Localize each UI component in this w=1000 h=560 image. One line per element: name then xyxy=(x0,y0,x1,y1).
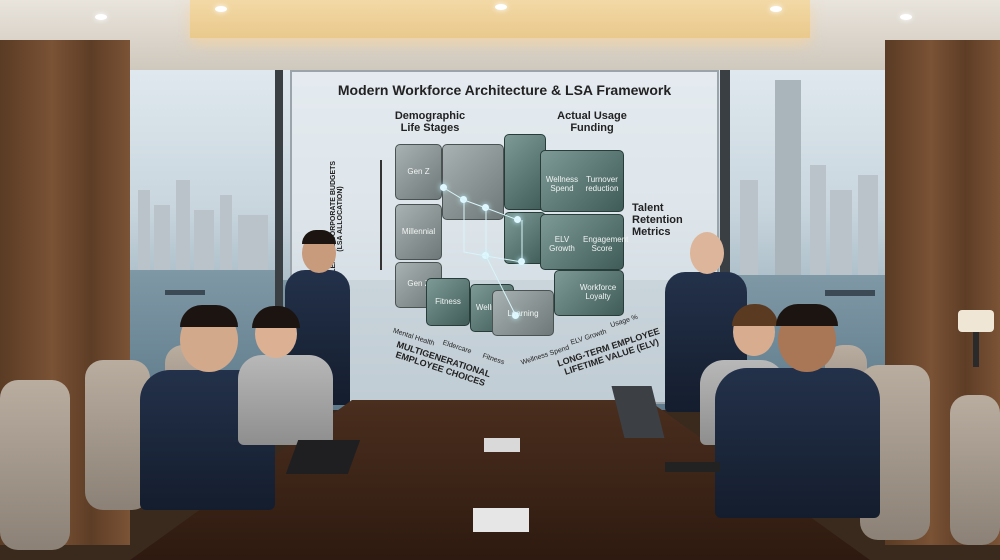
attendee-woman-left xyxy=(238,355,333,445)
usage-label: Actual Usage Funding xyxy=(557,110,627,134)
cube-wellness-spend: Wellness Spend Turnover reduction xyxy=(540,150,624,212)
vertical-axis-arrow xyxy=(380,160,382,270)
cube-top-center xyxy=(442,144,504,220)
cube-genz-top: Gen Z xyxy=(395,144,442,200)
cube-top-right-small xyxy=(504,134,546,210)
network-node xyxy=(440,184,447,191)
cube-fitness: Fitness xyxy=(426,278,470,326)
talent-label: Talent Retention Metrics xyxy=(632,202,683,238)
table-lamp xyxy=(958,310,994,332)
ceiling-light xyxy=(770,6,782,12)
demographic-label: Demographic Life Stages xyxy=(394,110,466,134)
table-power-outlet xyxy=(473,508,529,532)
table-power-outlet xyxy=(484,438,520,452)
presenter-right-head xyxy=(690,232,724,274)
cube-millennial: Millennial xyxy=(395,204,442,260)
ceiling-light xyxy=(495,4,507,10)
window-mullion xyxy=(720,70,730,410)
ceiling-light xyxy=(215,6,227,12)
board-title: Modern Workforce Architecture & LSA Fram… xyxy=(337,82,672,98)
attendee-man-right xyxy=(715,368,880,518)
ceiling-light xyxy=(95,14,107,20)
tablet-left xyxy=(285,440,361,474)
chair xyxy=(0,380,70,550)
network-lines xyxy=(443,187,523,317)
window-mullion xyxy=(275,70,283,410)
cube-learning: Learning xyxy=(492,290,554,336)
glass-presentation-board: Modern Workforce Architecture & LSA Fram… xyxy=(290,70,719,404)
tablet-right xyxy=(665,462,720,472)
cube-workforce-loyalty: Workforce Loyalty xyxy=(554,270,624,316)
ceiling-light xyxy=(900,14,912,20)
cube-elv-growth: ELV Growth Engagement Score xyxy=(540,214,628,270)
chair xyxy=(85,360,150,510)
chair xyxy=(950,395,1000,545)
